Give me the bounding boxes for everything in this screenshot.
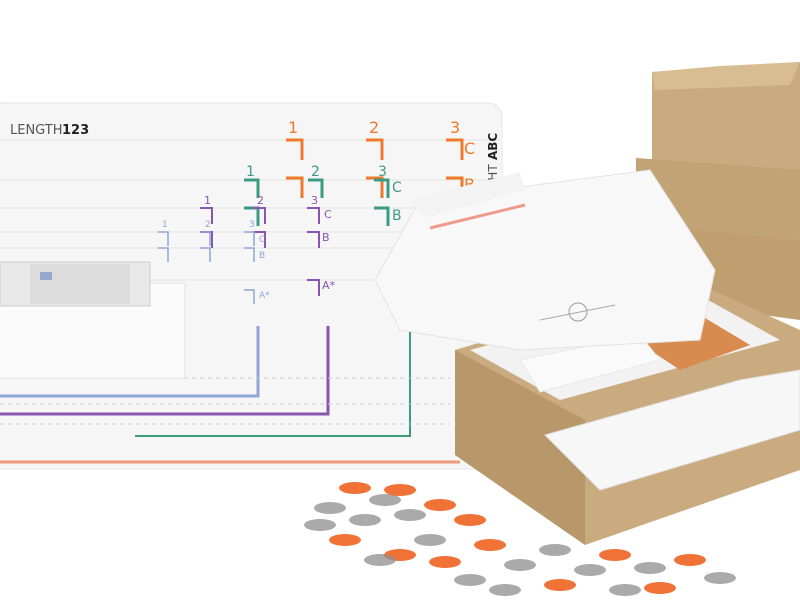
orange-size-2: 2 — [369, 118, 379, 137]
purple-size-3: 3 — [311, 194, 318, 207]
bracket-mark — [244, 289, 255, 304]
length-value: 123 — [62, 123, 89, 138]
purple-size-2: 2 — [257, 194, 264, 207]
confetti-piece — [544, 579, 576, 591]
orange-letter-c: C — [464, 139, 475, 158]
blue-size-3: 3 — [249, 220, 255, 230]
open-shipping-box — [374, 169, 800, 545]
bracket-mark — [158, 247, 169, 262]
bracket-mark — [307, 279, 320, 296]
confetti-piece — [539, 544, 571, 556]
confetti-piece — [599, 549, 631, 561]
confetti-piece — [414, 534, 446, 546]
green-size-1: 1 — [246, 164, 255, 180]
confetti-piece — [314, 502, 346, 514]
purple-letter-a: A* — [322, 279, 336, 292]
purple-letter-b: B — [322, 231, 330, 244]
confetti-piece — [474, 539, 506, 551]
orange-letter-b: B — [464, 175, 475, 194]
confetti-piece — [609, 584, 641, 596]
confetti-piece — [329, 534, 361, 546]
bracket-mark — [200, 247, 211, 262]
orange-size-3: 3 — [450, 118, 460, 137]
confetti-piece — [574, 564, 606, 576]
purple-letter-c: C — [324, 208, 332, 221]
confetti-piece — [304, 519, 336, 531]
bracket-mark — [253, 231, 266, 248]
confetti-piece — [429, 556, 461, 568]
bracket-mark — [244, 247, 255, 262]
bracket-mark — [244, 178, 260, 198]
bracket-mark — [200, 231, 211, 246]
bracket-mark — [308, 178, 324, 198]
green-size-2: 2 — [311, 164, 320, 180]
purple-size-1: 1 — [204, 194, 211, 207]
bracket-mark — [286, 138, 304, 160]
confetti-piece — [674, 554, 706, 566]
orange-size-1: 1 — [288, 118, 298, 137]
confetti-piece — [704, 572, 736, 584]
blue-letter-c: C — [259, 235, 265, 245]
bracket-mark — [253, 207, 266, 224]
confetti-piece — [339, 482, 371, 494]
confetti — [304, 482, 736, 596]
confetti-piece — [384, 484, 416, 496]
bracket-mark — [158, 231, 169, 246]
confetti-piece — [504, 559, 536, 571]
confetti-piece — [454, 574, 486, 586]
bracket-mark — [374, 178, 390, 198]
green-letter-b: B — [392, 208, 402, 224]
confetti-piece — [454, 514, 486, 526]
height-value: ABC — [486, 133, 500, 160]
blue-size-2: 2 — [205, 220, 211, 230]
confetti-piece — [634, 562, 666, 574]
bracket-mark — [244, 231, 255, 246]
blue-letter-b: B — [259, 251, 265, 261]
blue-size-1: 1 — [162, 220, 168, 230]
confetti-piece — [349, 514, 381, 526]
confetti-piece — [364, 554, 396, 566]
confetti-piece — [394, 509, 426, 521]
green-letter-c: C — [392, 180, 402, 196]
size-brackets — [158, 138, 464, 304]
bracket-mark — [307, 207, 320, 224]
bracket-mark — [366, 138, 384, 160]
length-label: LENGTH — [10, 123, 63, 138]
confetti-piece — [489, 584, 521, 596]
blue-letter-a: A* — [259, 291, 270, 301]
confetti-piece — [369, 494, 401, 506]
bracket-mark — [200, 207, 213, 224]
bracket-mark — [374, 206, 390, 226]
bracket-mark — [307, 231, 320, 248]
confetti-piece — [644, 582, 676, 594]
green-size-3: 3 — [378, 164, 387, 180]
product-packages — [0, 261, 186, 379]
bracket-mark — [446, 138, 464, 160]
bracket-mark — [366, 176, 384, 198]
bracket-mark — [286, 176, 304, 198]
confetti-piece — [424, 499, 456, 511]
